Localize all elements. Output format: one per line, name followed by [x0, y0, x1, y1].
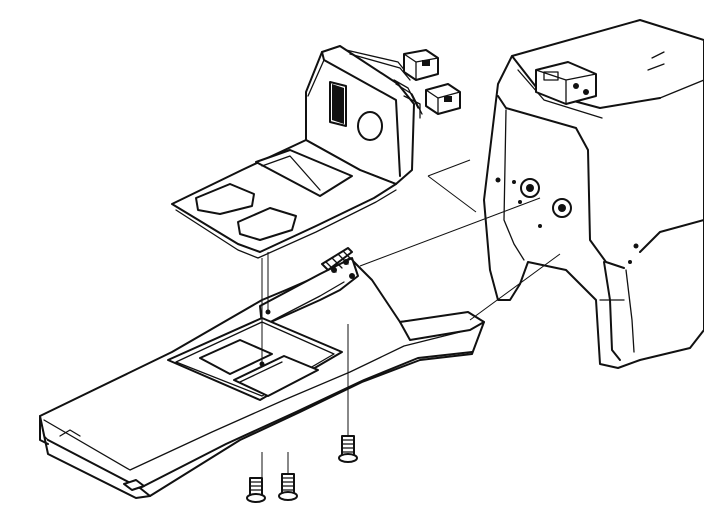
switch-bracket: [171, 45, 461, 259]
screw-right: [338, 435, 358, 463]
bulkhead-nut-lower: [552, 198, 572, 218]
connector-lower: [425, 83, 461, 115]
center-console: [39, 257, 485, 499]
wire-harness: [345, 49, 423, 119]
screw-left: [246, 477, 266, 503]
bulkhead-nut: [520, 178, 540, 198]
dash-panel: [483, 19, 704, 369]
switch-terminal-block: [321, 247, 355, 279]
guide-marks: [259, 309, 271, 367]
connector-upper: [403, 49, 439, 81]
screw-middle: [278, 473, 298, 501]
assembly-leader-lines: [261, 159, 561, 478]
